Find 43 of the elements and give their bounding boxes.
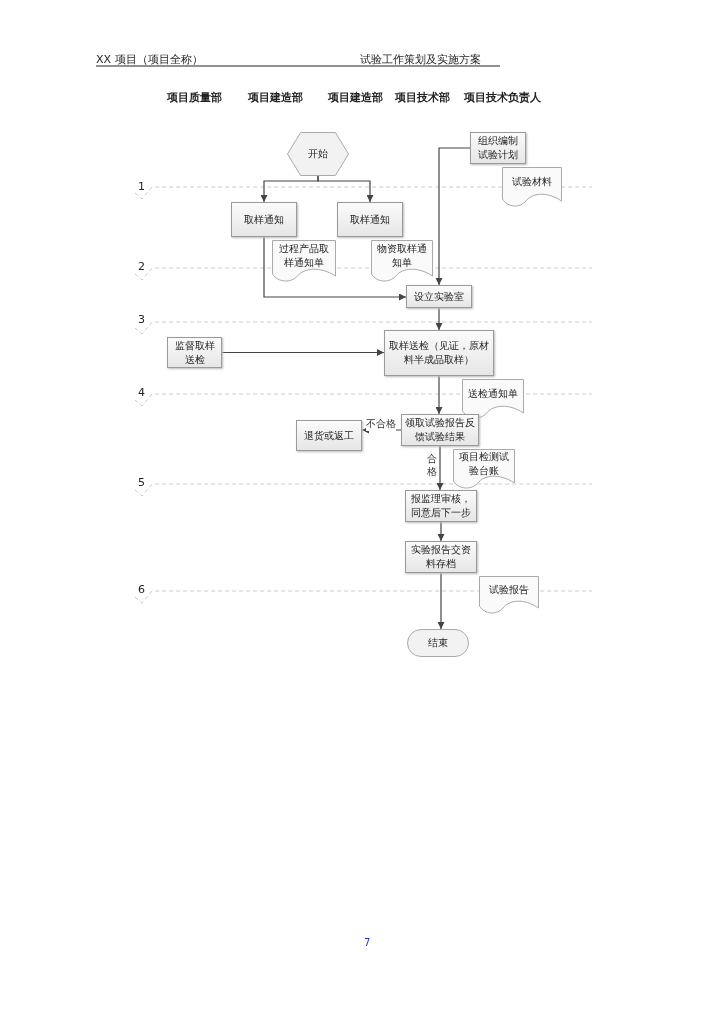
document-shape: 试验材料 — [502, 167, 562, 207]
document-shape: 物资取样通知单 — [371, 240, 433, 282]
lane-number: 2 — [138, 260, 145, 273]
edge-label: 不合格 — [366, 417, 396, 431]
process-box: 报监理审核，同意后下一步 — [405, 490, 477, 522]
process-box: 组织编制试验计划 — [470, 132, 526, 164]
column-heading: 项目技术负责人 — [464, 90, 541, 105]
arrow — [435, 307, 443, 331]
arrow — [317, 175, 374, 203]
header-text: 试验工作策划及实施方案 — [360, 52, 481, 67]
column-heading: 项目建造部 — [248, 90, 303, 105]
lane-number: 6 — [138, 583, 145, 596]
arrow — [437, 521, 445, 542]
column-heading: 项目建造部 — [328, 90, 383, 105]
process-box: 设立实验室 — [406, 285, 472, 308]
lane-number: 3 — [138, 313, 145, 326]
process-box: 取样通知 — [231, 202, 297, 237]
arrow — [221, 349, 385, 356]
end-terminator: 结束 — [407, 629, 469, 657]
document-shape: 送检通知单 — [462, 379, 524, 419]
process-box: 取样通知 — [337, 202, 403, 237]
lane-number: 4 — [138, 386, 145, 399]
process-box: 监督取样送检 — [167, 337, 222, 368]
document-shape: 项目检测试验台账 — [453, 449, 515, 489]
arrow — [435, 375, 443, 415]
document-shape: 试验报告 — [479, 576, 539, 614]
arrow — [436, 445, 444, 491]
column-heading: 项目技术部 — [395, 90, 450, 105]
column-heading: 项目质量部 — [167, 90, 222, 105]
start-hexagon: 开始 — [287, 132, 349, 176]
arrow — [437, 572, 445, 630]
page-number: 7 — [364, 937, 371, 948]
lane-number: 1 — [138, 180, 145, 193]
process-box: 退货或返工 — [296, 420, 362, 451]
document-shape: 过程产品取样通知单 — [272, 240, 336, 282]
arrow — [435, 147, 471, 286]
header-text: XX 项目（项目全称） — [96, 52, 203, 67]
process-box: 实验报告交资料存档 — [405, 541, 477, 573]
process-box: 领取试验报告反馈试验结果 — [401, 414, 479, 446]
lane-number: 5 — [138, 476, 145, 489]
arrow — [263, 236, 407, 301]
edge-label: 合格 — [427, 452, 437, 478]
process-box: 取样送检（见证，原材料半成品取样） — [384, 330, 494, 376]
